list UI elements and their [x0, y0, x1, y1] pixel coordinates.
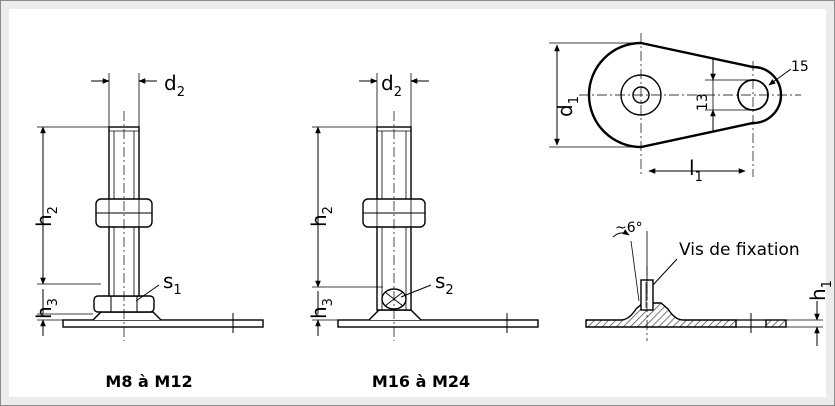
h2-label: h2 — [307, 206, 336, 227]
view-m16-m24 — [312, 73, 539, 341]
plan-view-labels: d1 13 15 l1 — [553, 59, 809, 185]
base-plate — [62, 319, 264, 328]
labels-m16-m24: d2 h2 h3 s2 M16 à M24 — [307, 71, 470, 391]
plan-view — [549, 33, 801, 177]
fixing-screw-label: Vis de fixation — [679, 240, 800, 260]
base-plate — [337, 319, 539, 328]
l1-label: l1 — [689, 156, 703, 185]
caption-m8-m12: M8 à M12 — [105, 372, 192, 391]
plate-section-end — [765, 319, 787, 328]
section-view-labels: ~6° Vis de fixation h1 — [615, 220, 835, 301]
s1-label: s1 — [163, 269, 182, 298]
plate-section — [585, 302, 737, 328]
caption-m16-m24: M16 à M24 — [372, 372, 470, 391]
h2-label: h2 — [32, 206, 61, 227]
d2-label: d2 — [381, 71, 402, 100]
foot-outline — [587, 41, 783, 149]
s2-label: s2 — [435, 269, 454, 298]
dim-15-label: 15 — [791, 59, 809, 75]
h3-label: h3 — [307, 298, 336, 319]
drawing-panel: d2 h2 h3 s1 M8 à M12 d2 — [9, 9, 835, 397]
h3-label: h3 — [32, 298, 61, 319]
d1-label: d1 — [553, 96, 582, 117]
technical-drawing: d2 h2 h3 s1 M8 à M12 d2 — [32, 33, 835, 391]
foot-saucer — [368, 309, 422, 321]
angle-label: ~6° — [615, 220, 643, 236]
d2-label: d2 — [164, 71, 185, 100]
labels-m8-m12: d2 h2 h3 s1 M8 à M12 — [32, 71, 193, 391]
view-m8-m12 — [37, 73, 264, 341]
foot-saucer — [92, 311, 162, 321]
section-view — [585, 229, 823, 346]
h1-label: h1 — [806, 280, 835, 301]
dim-13-label: 13 — [695, 93, 711, 111]
